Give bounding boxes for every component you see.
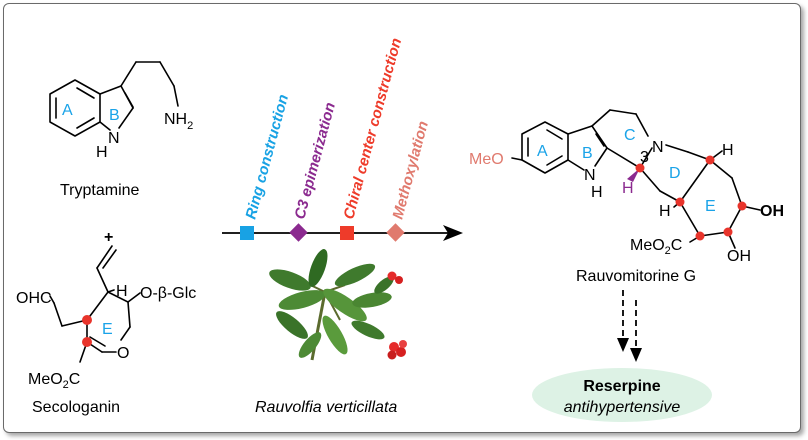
target-activity: antihypertensive (564, 399, 681, 416)
product-stereocenter-1 (705, 155, 715, 165)
product-methoxy: MeO (469, 151, 504, 168)
secologanin-name: Secologanin (32, 399, 120, 416)
reserpine-bubble (532, 368, 712, 422)
plus-sign: + (104, 229, 113, 246)
secologanin-stereocenter-2 (82, 337, 92, 347)
product-oh-2: OH (727, 248, 751, 265)
tryptamine-indole-h: H (96, 144, 108, 161)
product-ester: MeO2C (630, 237, 682, 257)
tryptamine-name: Tryptamine (60, 182, 140, 199)
product-stereocenter-c3 (635, 163, 645, 173)
tryptamine-structure: A B N H NH2 Tryptamine (49, 61, 193, 199)
product-ring-b-label: B (582, 145, 593, 162)
product-stereocenter-5 (695, 231, 705, 241)
product-stereocenter-2 (675, 197, 685, 207)
secologanin-stereocenter-1 (82, 315, 92, 325)
secologanin-structure: H O-β-Glc OHC E O MeO2C Secologanin (16, 245, 196, 416)
product-indole-n: N (584, 167, 596, 184)
target-name: Reserpine (583, 378, 660, 395)
step-marker-chiral-center (340, 226, 354, 240)
tryptamine-indole-n: N (108, 130, 120, 147)
product-ring-e-label: E (705, 198, 716, 215)
tryptamine-amine: NH2 (164, 111, 193, 132)
step-methoxylation: Methoxylation (389, 119, 432, 221)
step-marker-methoxylation (386, 223, 405, 242)
product-oh-1: OH (760, 203, 784, 220)
secologanin-ring-o: O (117, 345, 129, 362)
rauvomitorine-g-structure: MeO A B C D E N N H 3 H H H OH OH MeO2C … (469, 109, 784, 285)
product-c3-hydrogen: H (622, 180, 634, 197)
step-marker-c3-epimerization (289, 223, 308, 242)
product-ring-d-label: D (669, 165, 681, 182)
figure-frame (3, 3, 801, 433)
step-marker-ring-construction (240, 226, 254, 240)
plant-name: Rauvolfia verticillata (255, 399, 397, 416)
reaction-arrow (222, 225, 463, 241)
rauvolfia-plant-image (269, 249, 407, 361)
product-bridge-n: N (652, 139, 664, 156)
secologanin-glycoside: O-β-Glc (140, 285, 196, 302)
product-stereocenter-4 (723, 227, 733, 237)
tryptamine-ring-b-label: B (109, 107, 120, 124)
downstream-arrows (617, 290, 642, 362)
secologanin-ester: MeO2C (28, 371, 80, 391)
tryptamine-ring-a (49, 79, 101, 137)
tryptamine-ring-a-label: A (62, 102, 73, 119)
step-c3-epimerization: C3 epimerization (291, 101, 338, 221)
secologanin-aldehyde: OHC (16, 290, 52, 307)
secologanin-ring-e-label: E (102, 321, 113, 338)
secologanin-h: H (116, 283, 128, 300)
product-indole-h: H (591, 184, 603, 201)
product-ring-c-label: C (624, 127, 636, 144)
product-stereocenter-3 (737, 201, 747, 211)
product-name: Rauvomitorine G (576, 268, 696, 285)
product-ring-a-label: A (537, 143, 548, 160)
product-h-left: H (659, 203, 671, 220)
product-c3-number: 3 (640, 149, 649, 166)
step-ring-construction: Ring construction (242, 93, 292, 221)
product-h-top: H (722, 142, 734, 159)
